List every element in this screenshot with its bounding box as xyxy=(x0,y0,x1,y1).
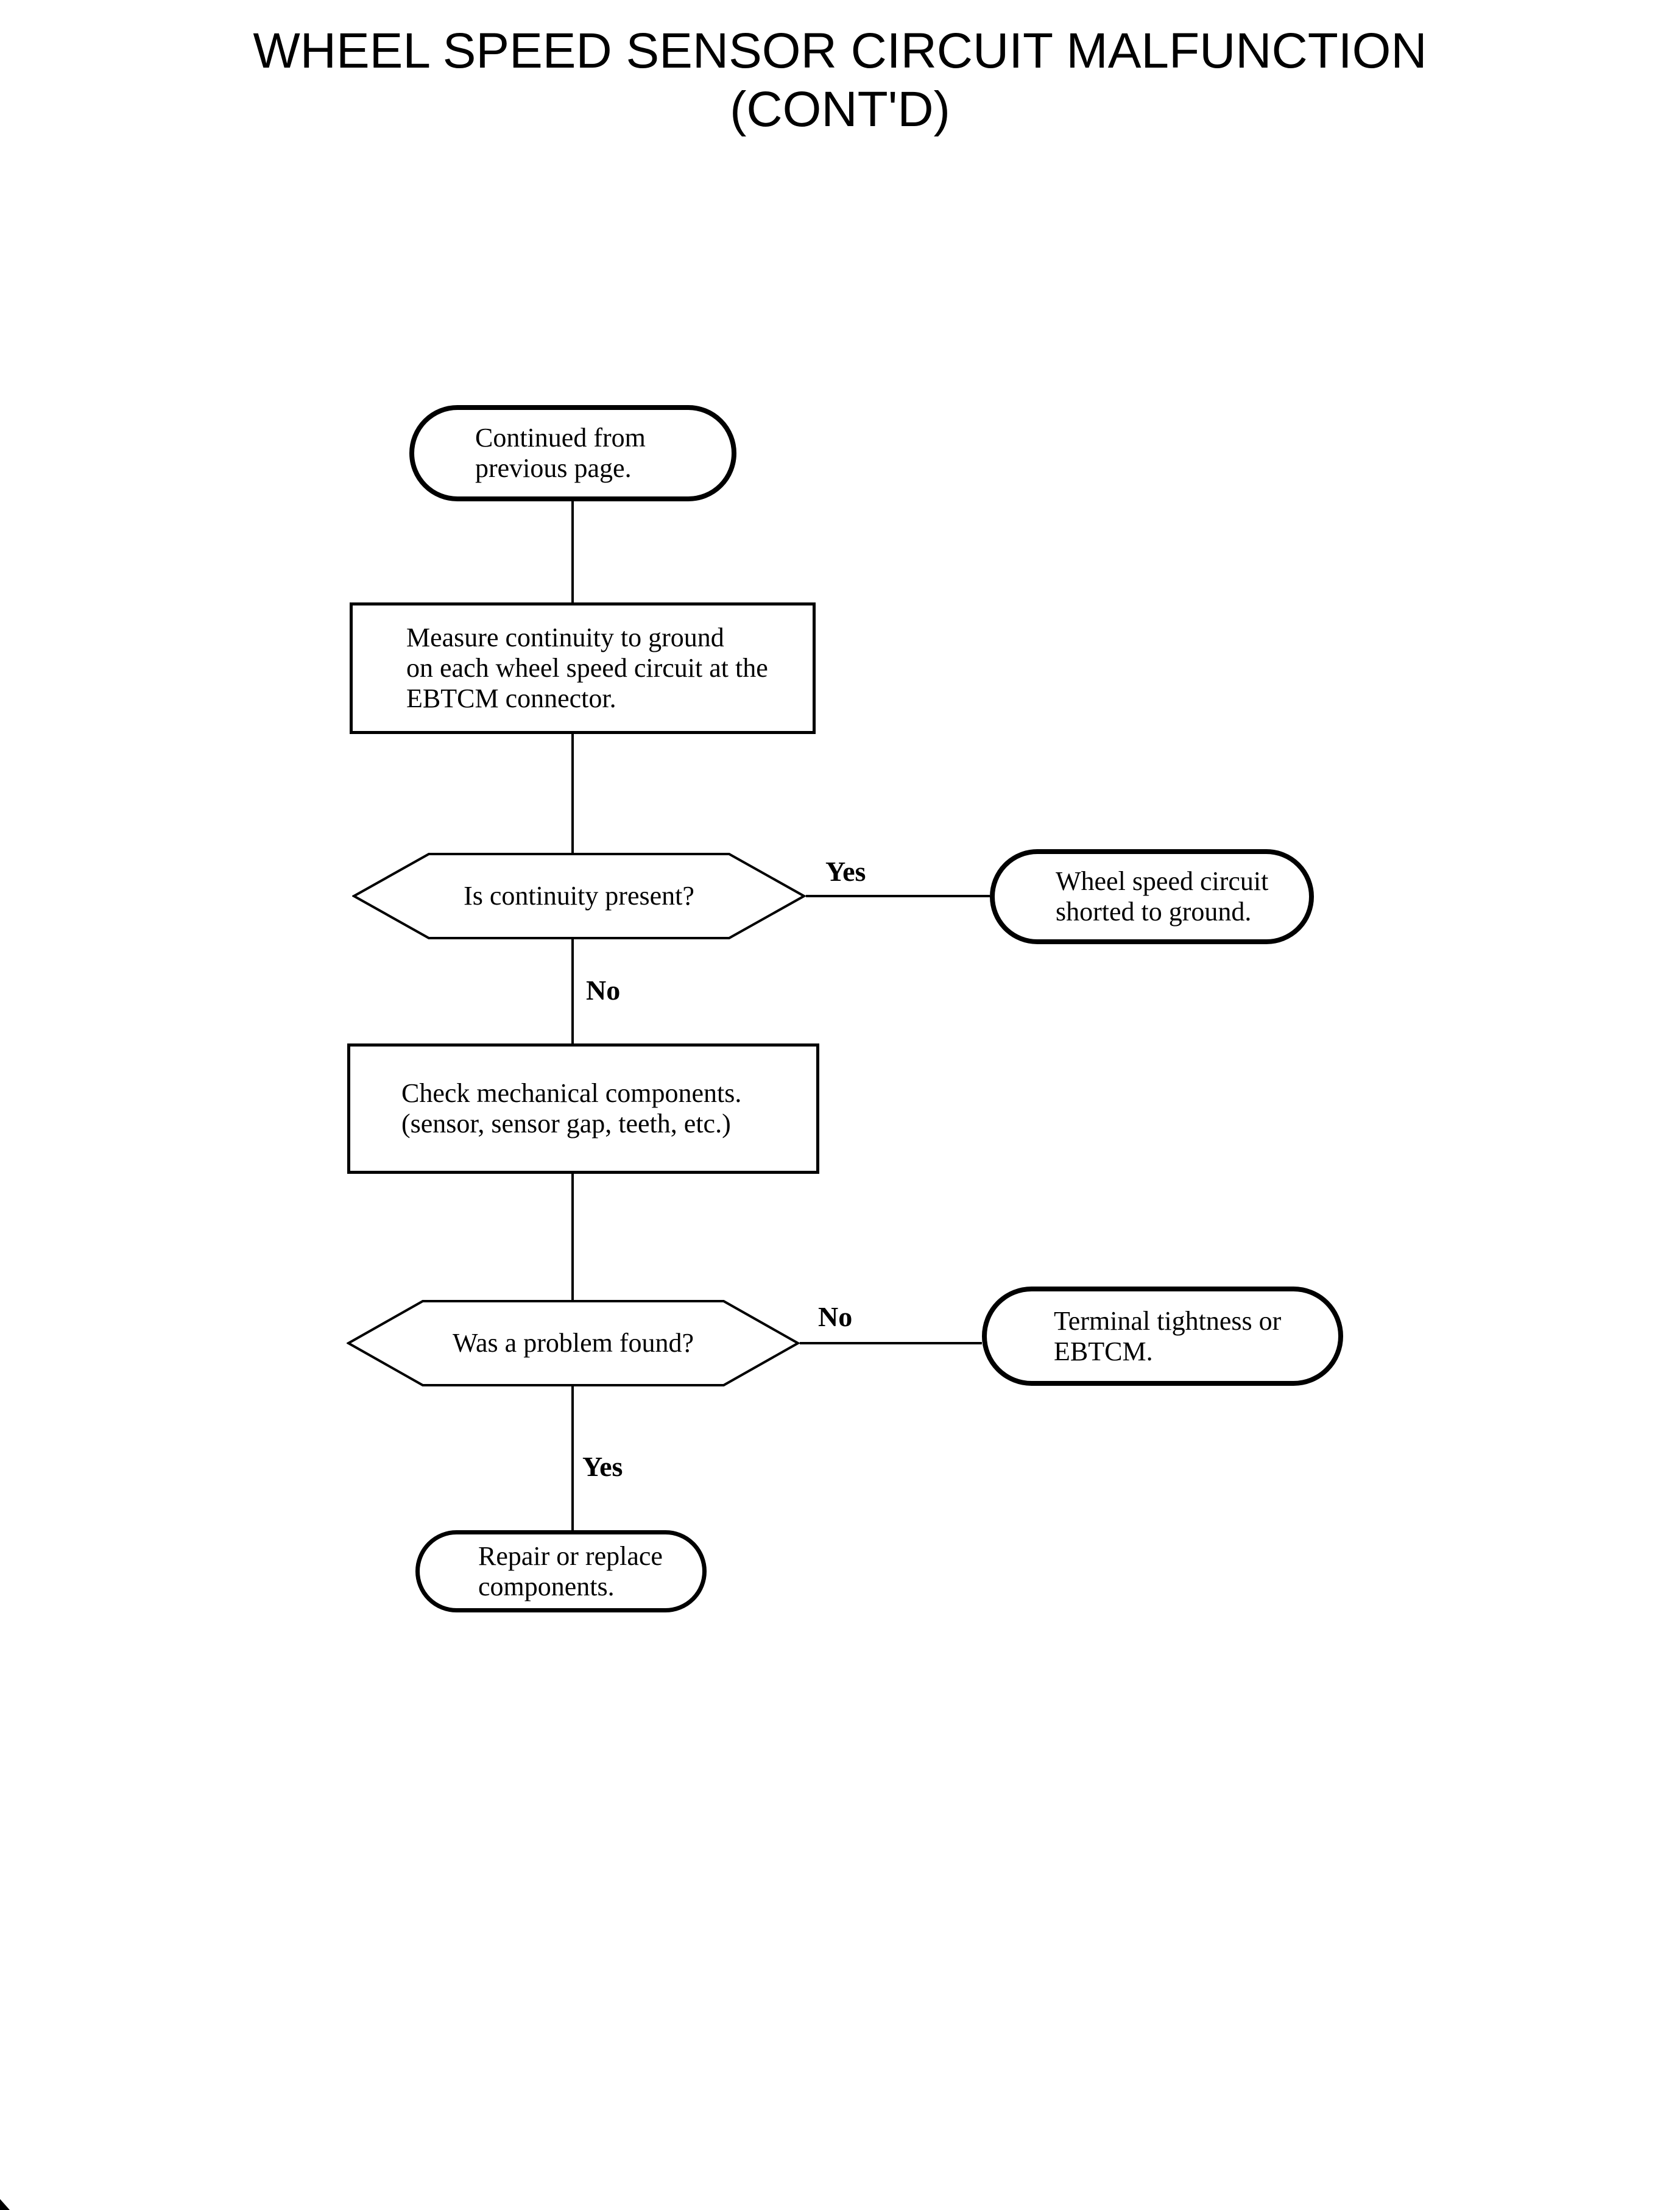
node-decision-continuity-present: Is continuity present? xyxy=(352,852,806,940)
node-text-line: on each wheel speed circuit at the xyxy=(406,653,768,683)
page-title-line2: (CONT'D) xyxy=(730,82,950,137)
node-text-line: shorted to ground. xyxy=(1056,897,1252,927)
node-text-line: Terminal tightness or xyxy=(1054,1305,1282,1336)
connector-measure-to-continuity xyxy=(571,733,574,853)
branch-label-yes-continuity: Yes xyxy=(825,856,866,887)
node-text-line: EBTCM connector. xyxy=(406,683,616,713)
branch-label-no-continuity: No xyxy=(586,975,621,1006)
hexagon-outline xyxy=(347,1300,800,1386)
node-text-line: (sensor, sensor gap, teeth, etc.) xyxy=(401,1109,731,1139)
node-terminal-tightness-or-ebtcm: Terminal tightness or EBTCM. xyxy=(982,1287,1343,1386)
node-text-line: Wheel speed circuit xyxy=(1056,866,1269,896)
node-text-line: Is continuity present? xyxy=(464,881,694,911)
scan-artifact-corner xyxy=(0,2199,10,2210)
connector-start-to-measure xyxy=(571,500,574,604)
node-decision-problem-found: Was a problem found? xyxy=(347,1299,800,1387)
node-text-line: EBTCM. xyxy=(1054,1336,1153,1366)
node-measure-continuity: Measure continuity to ground on each whe… xyxy=(350,602,816,734)
connector-problem-no-to-tightness xyxy=(800,1342,982,1344)
node-text-line: components. xyxy=(478,1571,615,1601)
node-check-mechanical-components: Check mechanical components. (sensor, se… xyxy=(347,1043,819,1174)
node-text-line: previous page. xyxy=(475,453,632,483)
connector-problem-yes-to-repair xyxy=(571,1386,574,1532)
node-wheel-speed-circuit-shorted: Wheel speed circuit shorted to ground. xyxy=(990,849,1314,944)
branch-label-yes-problem: Yes xyxy=(582,1451,623,1482)
connector-continuity-yes-to-shorted xyxy=(806,895,990,897)
node-text-line: Was a problem found? xyxy=(453,1328,694,1358)
connector-mechanical-to-problem xyxy=(571,1173,574,1301)
node-repair-or-replace-components: Repair or replace components. xyxy=(415,1530,707,1612)
connector-continuity-no-to-mechanical xyxy=(571,939,574,1045)
hexagon-outline xyxy=(352,853,806,939)
node-text-line: Continued from xyxy=(475,423,646,453)
node-continued-from-previous-page: Continued from previous page. xyxy=(409,405,736,501)
node-text-line: Check mechanical components. xyxy=(401,1078,742,1108)
node-text-line: Measure continuity to ground xyxy=(406,623,724,652)
node-text-line: Repair or replace xyxy=(478,1541,663,1571)
page-title-line1: WHEEL SPEED SENSOR CIRCUIT MALFUNCTION xyxy=(253,23,1427,79)
page-title: WHEEL SPEED SENSOR CIRCUIT MALFUNCTION (… xyxy=(0,22,1680,139)
branch-label-no-problem: No xyxy=(818,1301,853,1332)
